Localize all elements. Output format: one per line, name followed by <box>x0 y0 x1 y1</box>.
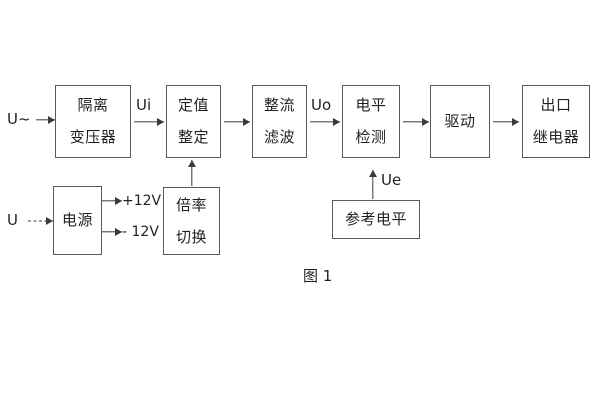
block-drive[interactable]: 驱动 <box>430 85 490 158</box>
arrow-positive-rail <box>102 196 122 205</box>
block-power-supply[interactable]: 电源 <box>53 186 102 255</box>
block-isolation-transformer-line-2: 变压器 <box>69 128 117 146</box>
arrow-ac-to-isolation-transformer <box>36 115 55 124</box>
input-label-ac: U~ <box>7 110 31 128</box>
signal-label-uo: Uo <box>311 96 332 114</box>
arrow-multiplier-switch-to-setpoint <box>187 160 196 186</box>
arrow-rectify-to-level-detect <box>310 117 340 126</box>
block-level-detect-line-2: 检测 <box>355 128 387 146</box>
arrow-reference-level-to-level-detect <box>368 170 377 199</box>
block-isolation-transformer[interactable]: 隔离 变压器 <box>55 85 131 158</box>
block-setpoint-adjust[interactable]: 定值 整定 <box>166 85 221 158</box>
supply-rail-label-negative: - 12V <box>122 224 159 240</box>
arrow-level-detect-to-drive <box>403 117 429 126</box>
arrow-setpoint-to-rectify <box>224 117 250 126</box>
figure-caption: 图 1 <box>303 267 333 285</box>
block-rectify-filter-line-1: 整流 <box>263 96 295 114</box>
block-setpoint-adjust-line-2: 整定 <box>177 128 209 146</box>
block-reference-level-line-1: 参考电平 <box>344 210 407 228</box>
block-output-relay-line-2: 继电器 <box>532 128 580 146</box>
block-multiplier-switch[interactable]: 倍率 切换 <box>163 187 220 255</box>
supply-rail-label-positive: +12V <box>122 193 162 209</box>
block-reference-level[interactable]: 参考电平 <box>332 200 420 239</box>
block-output-relay-line-1: 出口 <box>540 96 572 114</box>
block-setpoint-adjust-line-1: 定值 <box>177 96 209 114</box>
block-output-relay[interactable]: 出口 继电器 <box>522 85 590 158</box>
block-isolation-transformer-line-1: 隔离 <box>77 96 109 114</box>
block-level-detect-line-1: 电平 <box>355 96 387 114</box>
arrow-drive-to-output-relay <box>493 117 519 126</box>
arrow-dc-to-power-supply <box>28 216 53 225</box>
input-label-dc: U <box>7 211 18 229</box>
signal-label-ui: Ui <box>136 96 152 114</box>
block-rectify-filter[interactable]: 整流 滤波 <box>252 85 307 158</box>
block-drive-line-1: 驱动 <box>444 112 476 130</box>
block-power-supply-line-1: 电源 <box>61 211 93 229</box>
block-multiplier-switch-line-2: 切换 <box>175 227 207 246</box>
block-rectify-filter-line-2: 滤波 <box>263 128 295 146</box>
arrow-negative-rail <box>102 227 122 236</box>
arrow-isolation-to-setpoint <box>134 117 164 126</box>
signal-label-ue: Ue <box>381 171 402 189</box>
block-level-detect[interactable]: 电平 检测 <box>342 85 400 158</box>
block-multiplier-switch-line-1: 倍率 <box>175 195 207 214</box>
